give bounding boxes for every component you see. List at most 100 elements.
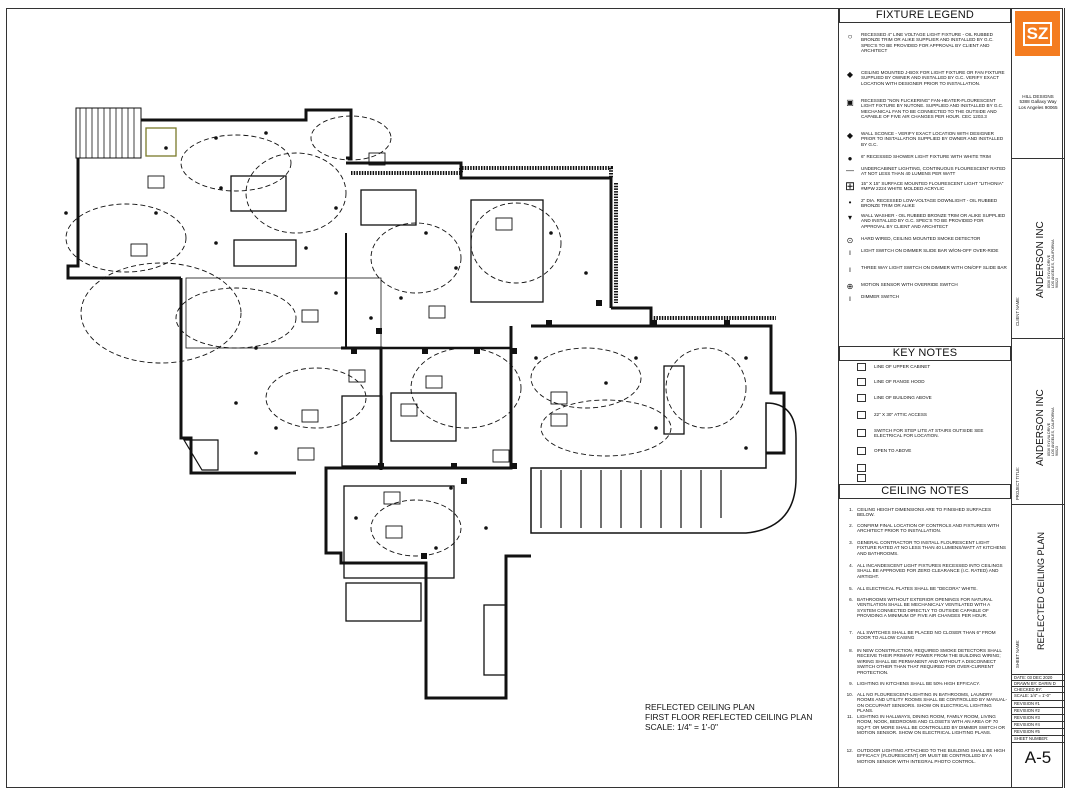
key-note: 22" X 30" ATTIC ACCESS <box>839 411 1011 419</box>
ceiling-note: 9.LIGHTING IN KITCHENS SHALL BE 50% HIGH… <box>849 681 981 686</box>
floor-plan <box>64 107 797 700</box>
client-address: 8536 SYLVIA DRIVE LOS ANGELES, CALIFORNI… <box>1047 239 1060 288</box>
info-row: SCALE: 1/4" = 1'-0" <box>1012 692 1064 698</box>
room-powder <box>341 395 383 467</box>
fixture-row: ⊙HARD WIRED, CEILING MOUNTED SMOKE DETEC… <box>839 236 1011 246</box>
info-row: REVISION #4 <box>1012 721 1064 727</box>
wall-washer-icon: ▾ <box>847 213 852 222</box>
key-note: LINE OF RANGE HOOD <box>839 378 1011 386</box>
plan-title: REFLECTED CEILING PLAN <box>645 702 755 712</box>
walls <box>66 108 786 700</box>
fixture-row: ⊞15" X 15" SURFACE MOUNTED FLOURESCENT L… <box>839 179 1011 193</box>
dimmer-icon: ı <box>848 294 852 303</box>
fixture-row: —UNDERCABINET LIGHTING, CONTINUOUS FLOUR… <box>839 166 1011 177</box>
fixture-row: ◆CEILING MOUNTED J-BOX FOR LIGHT FIXTURE… <box>839 70 1011 86</box>
ceiling-note: 11.LIGHTING IN HALLWAYS, DINING ROOM, FA… <box>846 714 1006 736</box>
sheet-number: A-5 <box>1024 748 1052 767</box>
ceiling-note: 2.CONFIRM FINAL LOCATION OF CONTROLS AND… <box>849 523 1000 534</box>
fixture-row: ◆WALL SCONCE - VERIFY EXACT LOCATION WIT… <box>839 131 1011 147</box>
line-icon: — <box>846 166 854 175</box>
title-block: SZ HILL DESIGNS 5388 Gallaxy Way Los Ang… <box>1011 8 1065 788</box>
key-note: OPEN TO ABOVE <box>839 447 1011 455</box>
room-exterior-box <box>483 604 507 676</box>
stair <box>75 107 142 159</box>
info-row: REVISION #5 <box>1012 728 1064 734</box>
wall-sconce-icon: ◆ <box>846 131 854 140</box>
info-row: CHECKED BY: <box>1012 686 1064 692</box>
fixture-row: ⊕MOTION SENSOR WITH OVERRIDE SWITCH <box>839 282 1011 292</box>
sheet-name-label: SHEET NAME: <box>1015 639 1020 668</box>
key-note: SWITCH FOR STEP LITE AT STAIRS OUTSIDE S… <box>839 428 1011 439</box>
legend-column: FIXTURE LEGEND ○RECESSED 4" LINE VOLTAGE… <box>838 8 1011 788</box>
kitchen-island <box>230 175 287 212</box>
open-circle-icon: ○ <box>847 32 853 41</box>
info-row: DRAWN BY: DARIN D <box>1012 680 1064 686</box>
ceiling-note: 7.ALL SWITCHES SHALL BE PLACED NO CLOSER… <box>849 630 996 641</box>
ceiling-note: 3.GENERAL CONTRACTOR TO INSTALL FLOURESC… <box>849 540 1006 556</box>
fixture-row: ●6" RECESSED SHOWER LIGHT FIXTURE WITH W… <box>839 154 1011 164</box>
three-way-switch-icon: ı <box>848 265 852 274</box>
ceiling-note: 6.BATHROOMS WITHOUT EXTERIOR OPENINGS FO… <box>849 597 993 619</box>
key-note <box>839 464 1011 472</box>
info-row: SHEET NUMBER: <box>1012 735 1064 741</box>
hatch-wall <box>351 166 776 320</box>
wall-posts <box>351 300 730 559</box>
room-island <box>390 392 457 442</box>
info-row: DATE: 03 DEC 2020 <box>1012 674 1064 680</box>
fixture-row: •2" DIA. RECESSED LOW-VOLTAGE DOWNLIGHT … <box>839 198 1011 209</box>
fixture-row: ▣RECESSED "NON FLICKERING" FAN-HEATER-FL… <box>839 98 1011 120</box>
ceiling-notes-title: CEILING NOTES <box>839 484 1011 499</box>
ceiling-note: 4.ALL INCANDESCENT LIGHT FIXTURES RECESS… <box>849 563 1003 579</box>
fixture-legend-title: FIXTURE LEGEND <box>839 8 1011 23</box>
project-label: PROJECT TITLE: <box>1015 466 1020 500</box>
fixture-row: ○RECESSED 4" LINE VOLTAGE LIGHT FIXTURE … <box>839 32 1011 54</box>
ceiling-note: 8.IN NEW CONSTRUCTION, REQUIRED SMOKE DE… <box>849 648 1002 675</box>
diamond-icon: ◆ <box>846 70 854 79</box>
lighting-circuits <box>65 115 747 557</box>
ceiling-note: 10.ALL NO FLOURESCENT-LIGHTING IN BATHRO… <box>846 692 1008 714</box>
kitchen-counter <box>233 239 297 267</box>
key-note: LINE OF BUILDING ABOVE <box>839 394 1011 402</box>
plan-subtitle: FIRST FLOOR REFLECTED CEILING PLAN <box>645 712 813 722</box>
key-note <box>839 474 1011 482</box>
fan-heater-fixtures <box>130 152 568 539</box>
info-row: REVISION #2 <box>1012 707 1064 713</box>
room-closet <box>360 189 417 226</box>
firm-logo: SZ <box>1015 11 1060 56</box>
downlights <box>64 131 748 550</box>
room-storage <box>345 582 422 622</box>
landing <box>145 127 177 157</box>
deck-curve <box>530 402 797 534</box>
ceiling-note: 5.ALL ELECTRICAL PLATES SHALL BE "DECORA… <box>849 586 978 591</box>
fixture-row: ▾WALL WASHER - OIL RUBBED BRONZE TRIM OR… <box>839 213 1011 229</box>
ceiling-note: 1.CEILING HEIGHT DIMENSIONS ARE TO FINIS… <box>849 507 992 518</box>
client-name: ANDERSON INC <box>1035 221 1046 298</box>
project-name: ANDERSON INC <box>1035 389 1046 466</box>
info-row: REVISION #3 <box>1012 714 1064 720</box>
switch-icon: ı <box>848 248 852 257</box>
plan-scale: SCALE: 1/4" = 1'-0" <box>645 722 718 732</box>
motion-sensor-icon: ⊕ <box>846 282 854 291</box>
room-laundry <box>343 485 455 579</box>
firm-info: HILL DESIGNS 5388 Gallaxy Way Los Angele… <box>1018 94 1058 110</box>
plan-title-block: REFLECTED CEILING PLAN FIRST FLOOR REFLE… <box>645 702 812 732</box>
key-note: LINE OF UPPER CABINET <box>839 363 1011 371</box>
room-bath <box>470 199 544 303</box>
smoke-detector-icon: ⊙ <box>846 236 854 245</box>
deck-railing <box>540 470 722 528</box>
ceiling-note: 12.OUTDOOR LIGHTING ATTACHED TO THE BUIL… <box>846 748 1006 764</box>
key-notes-title: KEY NOTES <box>839 346 1011 361</box>
client-label: CLIENT NAME: <box>1015 296 1020 326</box>
filled-dot-icon: ● <box>847 154 853 163</box>
fireplace <box>663 365 685 435</box>
square-fan-icon: ▣ <box>846 98 854 107</box>
info-row: REVISION #1 <box>1012 700 1064 706</box>
small-dot-icon: • <box>848 198 852 207</box>
sheet-name: REFLECTED CEILING PLAN <box>1036 531 1046 650</box>
project-address: 8536 SYLVIA DRIVE LOS ANGELES, CALIFORNI… <box>1047 407 1060 456</box>
grid-square-icon: ⊞ <box>844 179 856 193</box>
